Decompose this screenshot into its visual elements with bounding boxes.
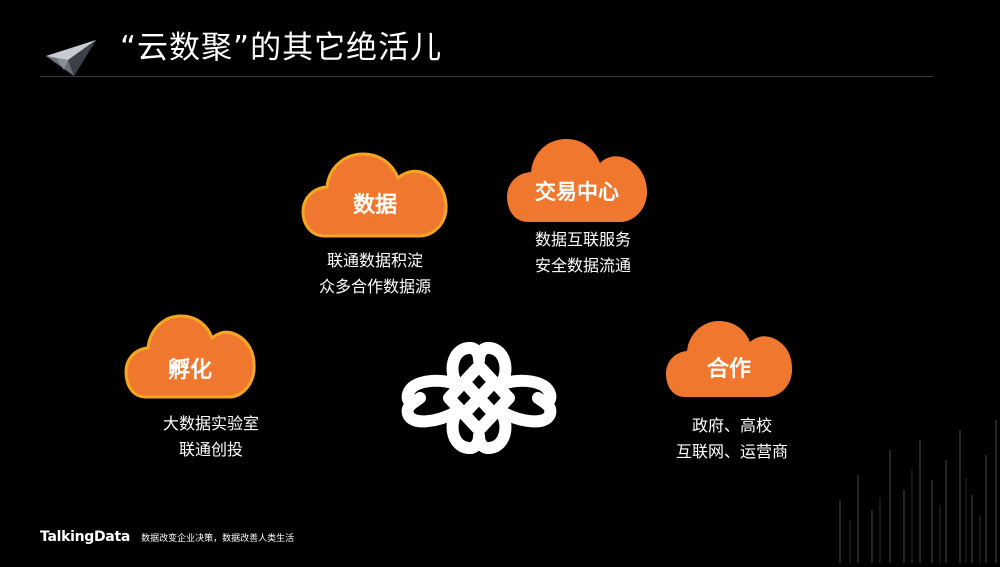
brand-tagline: 数据改变企业决策，数据改善人类生活 [141, 534, 295, 544]
cloud-data: 数据 [301, 150, 449, 240]
page-title: “云数聚”的其它绝活儿 [120, 30, 443, 66]
desc-line: 联通创投 [178, 440, 243, 459]
brand-name: TalkingData [40, 529, 130, 545]
desc-line: 安全数据流通 [534, 256, 631, 275]
cloud-exchange: 交易中心 [506, 136, 648, 224]
cloud-label: 孵化 [167, 358, 212, 383]
cloud-label: 合作 [706, 357, 751, 382]
cloud-shape-icon [507, 139, 648, 222]
desc-line: 政府、高校 [691, 416, 772, 435]
paper-plane-logo-icon [44, 38, 100, 78]
cloud-label: 数据 [352, 193, 397, 218]
footer: TalkingData 数据改变企业决策，数据改善人类生活 [40, 526, 294, 545]
cloud-shape-icon [124, 314, 256, 399]
desc-line: 联通数据积淀 [326, 251, 423, 270]
cloud-data-description: 联通数据积淀 众多合作数据源 [301, 248, 449, 300]
cloud-label: 交易中心 [535, 180, 619, 204]
desc-line: 互联网、运营商 [675, 442, 788, 461]
cloud-shape-icon [301, 152, 448, 238]
cloud-incubate: 孵化 [124, 312, 256, 400]
cloud-partner-description: 政府、高校 互联网、运营商 [662, 413, 802, 465]
cloud-incubate-description: 大数据实验室 联通创投 [141, 411, 281, 463]
cloud-partner: 合作 [665, 318, 793, 398]
title-divider [40, 76, 933, 77]
china-unicom-knot-icon [398, 341, 560, 455]
desc-line: 众多合作数据源 [318, 277, 431, 296]
desc-line: 大数据实验室 [162, 414, 259, 433]
desc-line: 数据互联服务 [534, 230, 631, 249]
cloud-exchange-description: 数据互联服务 安全数据流通 [512, 227, 654, 279]
decorative-skyline-lines [780, 380, 1000, 563]
cloud-shape-icon [666, 321, 793, 397]
